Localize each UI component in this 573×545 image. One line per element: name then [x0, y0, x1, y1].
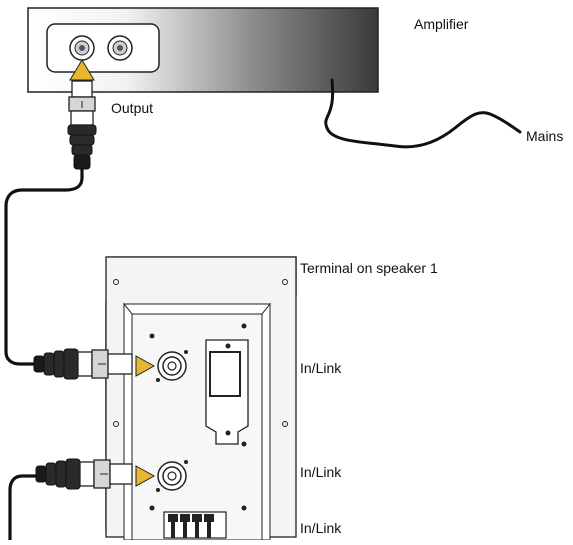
in-link-arrow-2-icon — [135, 465, 156, 487]
terminal-label: Terminal on speaker 1 — [300, 260, 438, 276]
amplifier-label: Amplifier — [414, 16, 469, 32]
in-link-label-3: In/Link — [300, 520, 342, 536]
speaker-cable-2 — [8, 474, 38, 542]
in-link-label-1: In/Link — [300, 360, 342, 376]
output-panel — [46, 23, 160, 73]
mains-label: Mains — [526, 128, 564, 144]
amplifier-box — [27, 7, 379, 93]
in-link-label-2: In/Link — [300, 464, 342, 480]
in-link-speakon-plug-1-icon — [33, 348, 133, 380]
output-label: Output — [111, 100, 154, 116]
in-link-socket-1-icon — [156, 350, 188, 382]
output-socket-left-icon — [69, 35, 95, 61]
output-socket-right-icon — [107, 35, 133, 61]
in-link-speakon-plug-2-icon — [35, 458, 133, 490]
mains-cable — [324, 78, 522, 149]
in-link-socket-2-icon — [156, 460, 188, 492]
speaker-cable-1 — [4, 167, 84, 366]
speaker-terminal-plate — [105, 256, 297, 541]
in-link-arrow-1-icon — [135, 355, 156, 377]
output-speakon-plug-icon — [67, 80, 97, 170]
switch-module — [205, 339, 249, 445]
output-arrow-icon — [69, 59, 95, 81]
terminal-strip-icon — [163, 511, 227, 539]
